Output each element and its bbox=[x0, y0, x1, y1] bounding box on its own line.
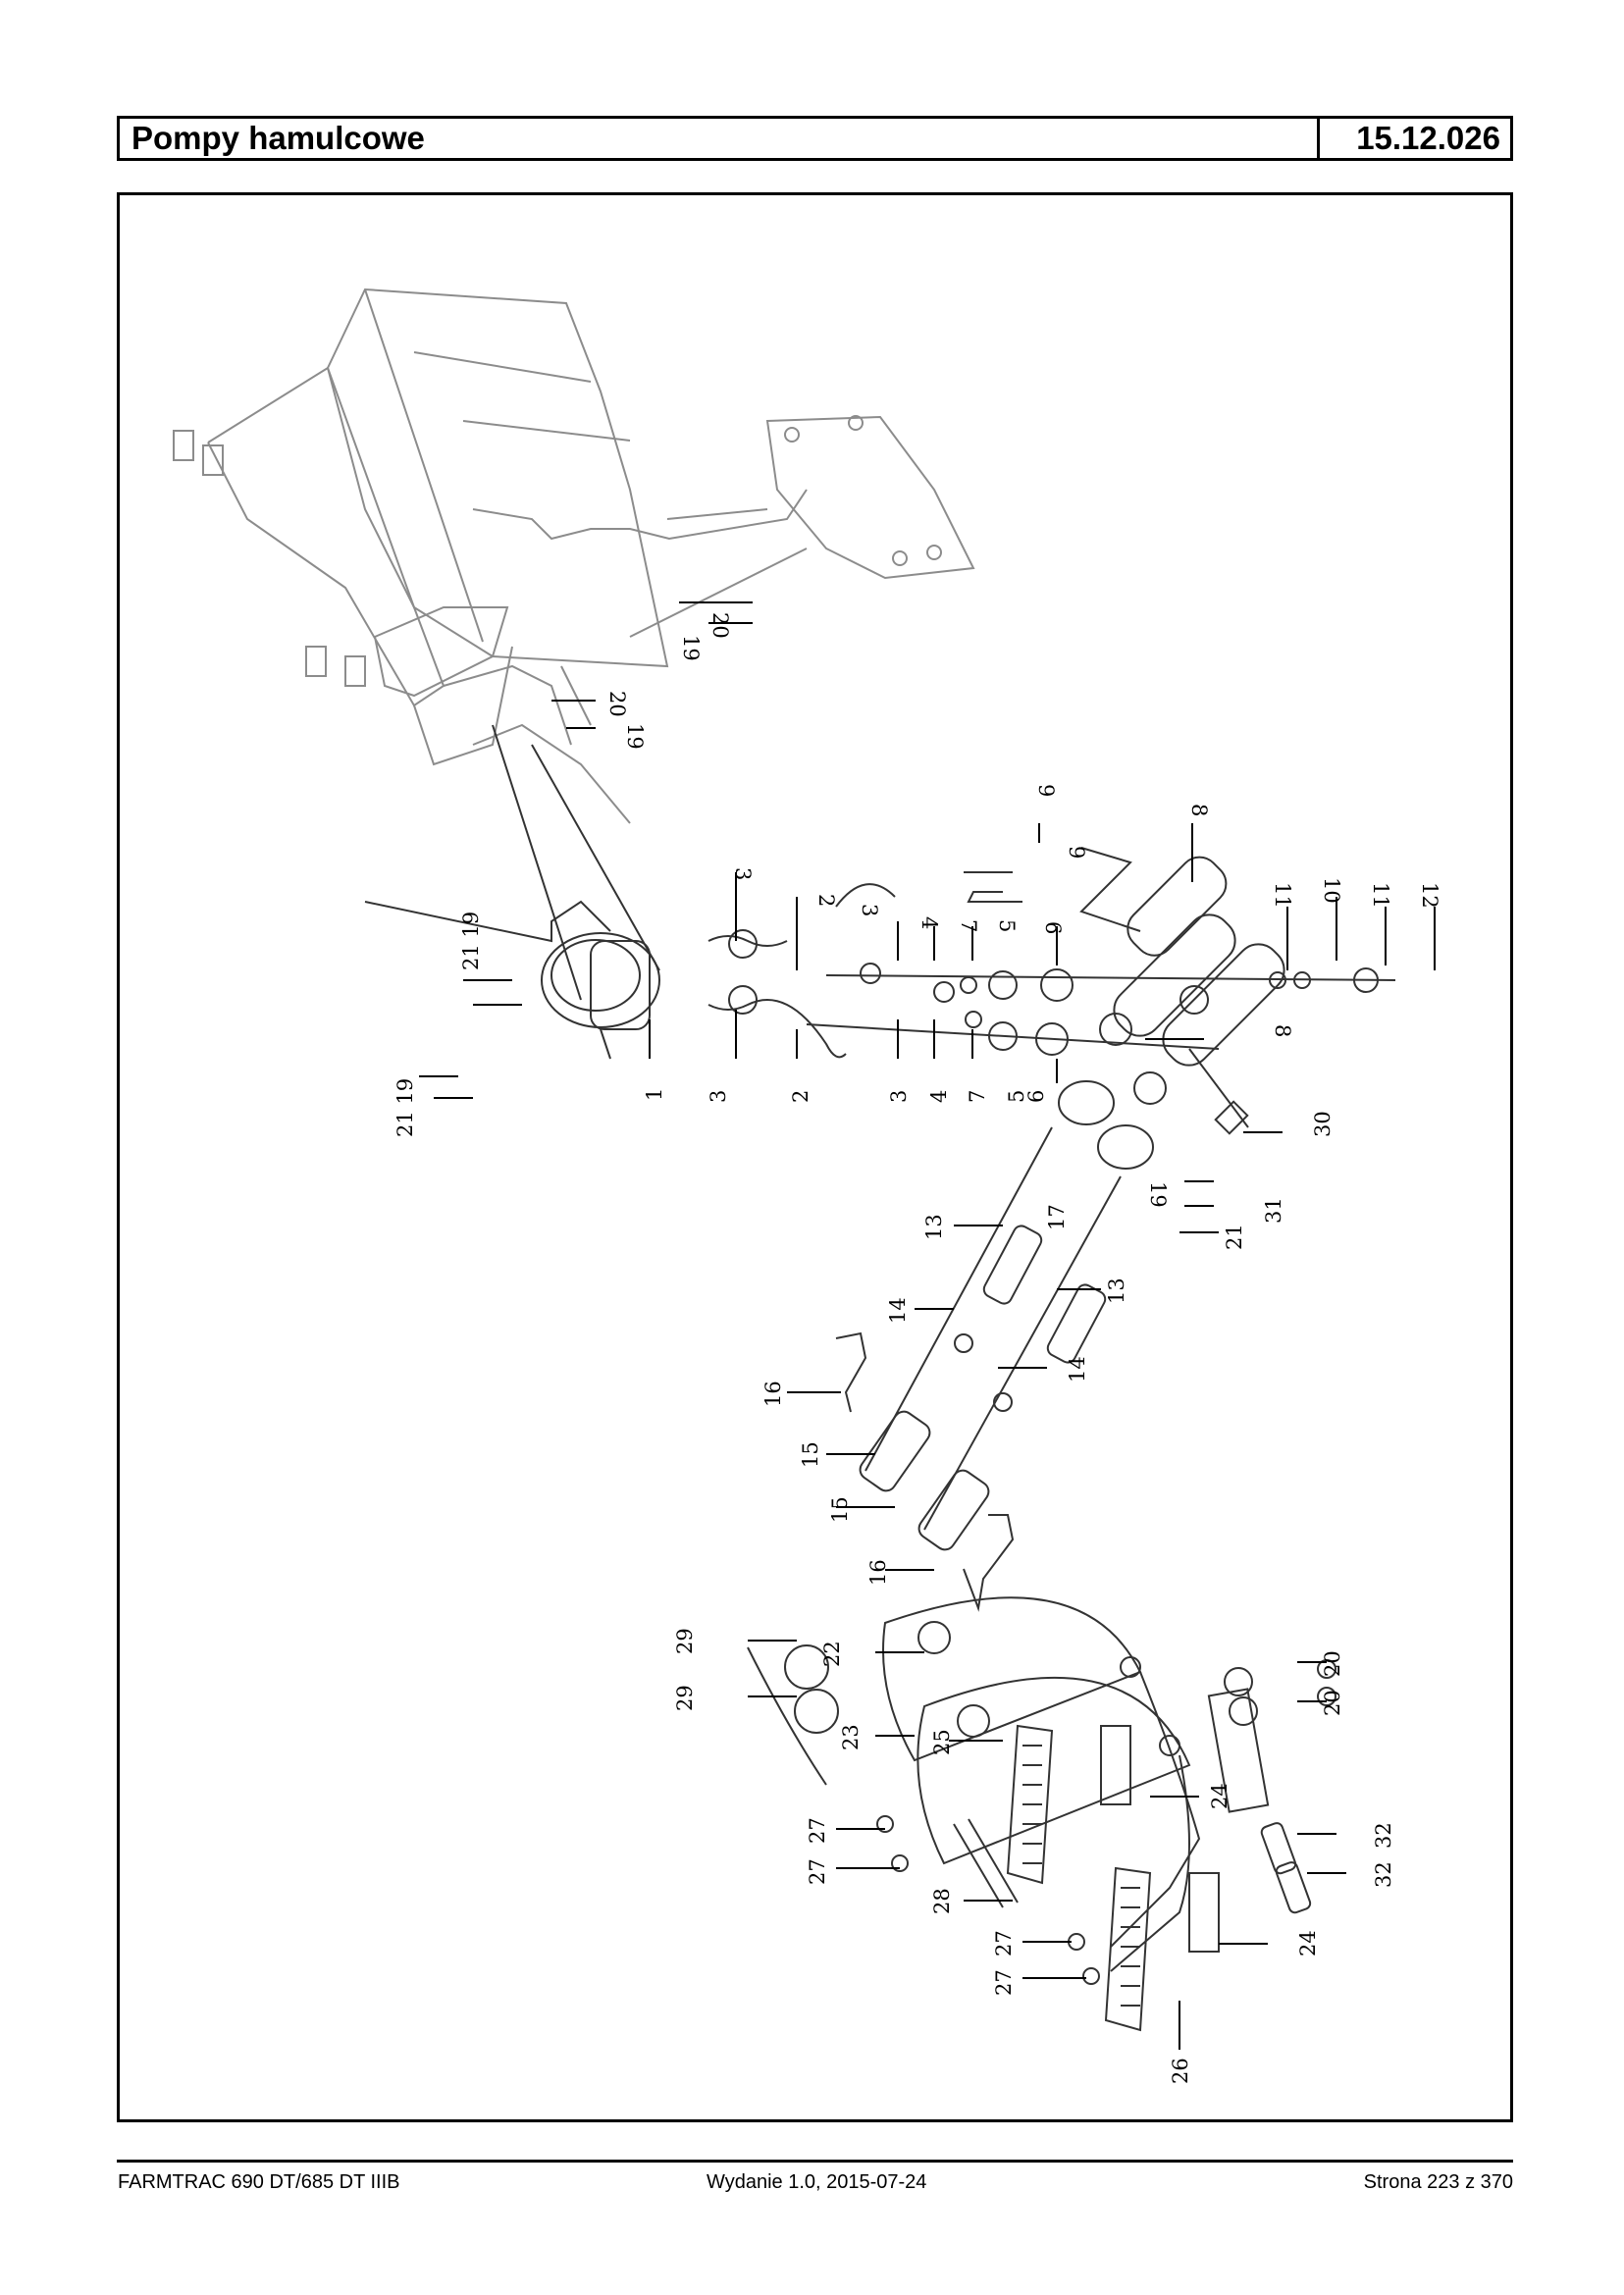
callout-17: 17 bbox=[1045, 1204, 1069, 1230]
callout-32: 32 bbox=[1372, 1822, 1395, 1849]
callout-10: 10 bbox=[1320, 877, 1343, 904]
callout-11: 11 bbox=[1369, 882, 1392, 909]
exploded-diagram: 20 19 20 19 9 9 8 3 2 3 4 7 5 6 11 10 11… bbox=[117, 192, 1513, 2122]
footer-edition: Wydanie 1.0, 2015-07-24 bbox=[707, 2171, 927, 2193]
callout-15: 15 bbox=[828, 1496, 852, 1523]
callout-27: 27 bbox=[992, 1969, 1016, 1996]
callout-19: 19 bbox=[623, 723, 647, 750]
callout-4: 4 bbox=[917, 916, 941, 929]
callout-30: 30 bbox=[1311, 1111, 1335, 1137]
callout-31: 31 bbox=[1262, 1197, 1285, 1224]
callout-12: 12 bbox=[1418, 882, 1441, 909]
callout-1: 1 bbox=[643, 1088, 666, 1101]
callout-16: 16 bbox=[761, 1381, 785, 1407]
callout-2: 2 bbox=[789, 1090, 812, 1103]
callout-21: 21 bbox=[1223, 1224, 1246, 1250]
callout-8: 8 bbox=[1271, 1024, 1294, 1037]
callout-16: 16 bbox=[866, 1559, 890, 1586]
footer-page-number: Strona 223 z 370 bbox=[1363, 2171, 1513, 2193]
callout-20: 20 bbox=[708, 612, 732, 639]
callout-28: 28 bbox=[930, 1888, 954, 1914]
callout-24: 24 bbox=[1208, 1783, 1231, 1809]
section-code: 15.12.026 bbox=[1356, 120, 1500, 156]
pushrod-assembly bbox=[835, 1126, 1122, 1612]
brake-pump-drawing: 20 19 20 19 9 9 8 3 2 3 4 7 5 6 11 10 11… bbox=[173, 287, 1441, 2084]
callout-32: 32 bbox=[1372, 1861, 1395, 1888]
callout-3: 3 bbox=[731, 867, 755, 880]
callout-8: 8 bbox=[1187, 804, 1211, 816]
callout-29: 29 bbox=[673, 1685, 697, 1711]
page-header: Pompy hamulcowe 15.12.026 bbox=[117, 116, 1513, 161]
callout-20: 20 bbox=[1321, 1650, 1344, 1677]
callout-15: 15 bbox=[799, 1441, 822, 1468]
callout-19: 19 bbox=[1146, 1181, 1170, 1208]
callout-7: 7 bbox=[966, 1090, 989, 1103]
callout-11: 11 bbox=[1271, 882, 1294, 909]
callout-27: 27 bbox=[806, 1858, 829, 1885]
pedal-assembly bbox=[747, 1596, 1336, 2032]
callout-21-19: 21 19 bbox=[459, 912, 483, 970]
page-title: Pompy hamulcowe bbox=[120, 119, 1320, 158]
callout-5: 5 bbox=[1005, 1090, 1028, 1103]
footer-model: FARMTRAC 690 DT/685 DT IIIB bbox=[118, 2171, 400, 2193]
callout-20: 20 bbox=[605, 691, 629, 717]
master-cylinder-assembly bbox=[364, 724, 1396, 1170]
callout-22: 22 bbox=[820, 1641, 844, 1667]
callout-24: 24 bbox=[1296, 1930, 1320, 1956]
callout-27: 27 bbox=[806, 1817, 829, 1844]
callout-7: 7 bbox=[957, 919, 980, 932]
callout-6: 6 bbox=[1024, 1090, 1048, 1103]
callout-3: 3 bbox=[858, 904, 881, 916]
callout-9: 9 bbox=[1065, 846, 1088, 859]
callout-4: 4 bbox=[927, 1090, 951, 1103]
callout-27: 27 bbox=[992, 1930, 1016, 1956]
callout-19: 19 bbox=[679, 635, 703, 661]
callout-9: 9 bbox=[1034, 784, 1058, 797]
callout-13: 13 bbox=[1105, 1278, 1128, 1304]
callout-20: 20 bbox=[1321, 1690, 1344, 1716]
footer-divider bbox=[117, 2160, 1513, 2163]
callout-3: 3 bbox=[707, 1090, 730, 1103]
callout-5: 5 bbox=[995, 919, 1019, 932]
callout-26: 26 bbox=[1169, 2058, 1192, 2084]
callout-29: 29 bbox=[673, 1628, 697, 1654]
callout-21-19: 21 19 bbox=[393, 1078, 417, 1137]
callout-2: 2 bbox=[814, 894, 838, 907]
callout-23: 23 bbox=[839, 1724, 863, 1750]
part-callouts: 20 19 20 19 9 9 8 3 2 3 4 7 5 6 11 10 11… bbox=[393, 612, 1441, 2084]
callout-6: 6 bbox=[1041, 921, 1065, 934]
callout-14: 14 bbox=[886, 1297, 910, 1324]
callout-3: 3 bbox=[887, 1090, 911, 1103]
callout-14: 14 bbox=[1066, 1356, 1089, 1382]
callout-25: 25 bbox=[930, 1729, 954, 1755]
leader-lines bbox=[419, 601, 1436, 2050]
callout-13: 13 bbox=[922, 1214, 946, 1240]
frame-bracket-drawing bbox=[173, 287, 975, 824]
